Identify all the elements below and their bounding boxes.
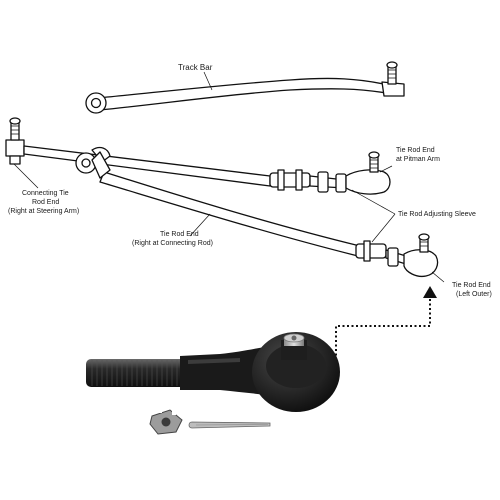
track-bar bbox=[85, 61, 405, 114]
connecting-rod bbox=[91, 151, 439, 278]
leader-lines bbox=[13, 71, 445, 283]
label-connecting-tie-2: Rod End bbox=[32, 199, 59, 206]
label-left-outer-1: Tie Rod End bbox=[452, 282, 491, 289]
label-tie-rod-end-connecting-2: (Right at Connecting Rod) bbox=[132, 240, 213, 247]
label-tie-rod-end-pitman-2: at Pitman Arm bbox=[396, 156, 440, 163]
labels: Track Bar Tie Rod End at Pitman Arm Conn… bbox=[8, 63, 492, 298]
label-connecting-tie-1: Connecting Tie bbox=[22, 190, 69, 197]
dotted-arrow-up-icon bbox=[335, 286, 437, 378]
main-tie-rod bbox=[5, 117, 391, 195]
label-left-outer-2: (Left Outer) bbox=[456, 291, 492, 298]
label-adjusting-sleeve: Tie Rod Adjusting Sleeve bbox=[398, 211, 476, 218]
label-track-bar: Track Bar bbox=[178, 63, 213, 72]
cotter-pin bbox=[188, 421, 271, 429]
label-connecting-tie-3: (Right at Steering Arm) bbox=[8, 208, 79, 215]
label-tie-rod-end-connecting-1: Tie Rod End bbox=[160, 231, 199, 238]
castle-nut bbox=[149, 408, 183, 435]
tie-rod-end-photo bbox=[86, 332, 340, 412]
label-tie-rod-end-pitman-1: Tie Rod End bbox=[396, 147, 435, 154]
